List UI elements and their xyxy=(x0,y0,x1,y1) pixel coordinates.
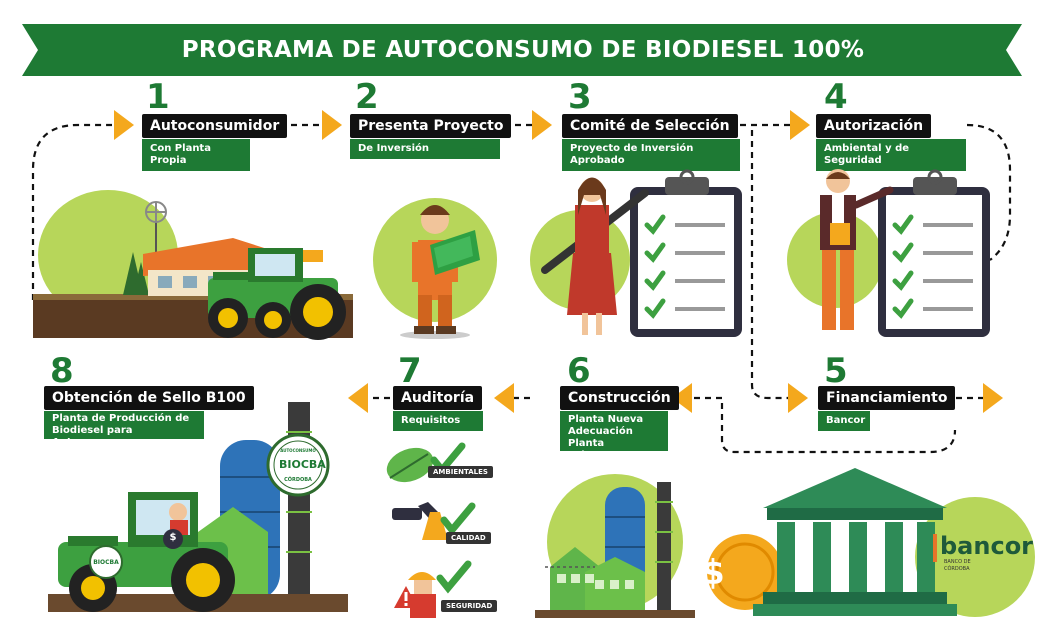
bank-logo-tagline-2: CÓRDOBA xyxy=(944,566,970,572)
farmer-with-folder-illustration xyxy=(373,198,497,339)
tractor-seal-badge: BIOCBA xyxy=(93,559,119,566)
step-4-label: Autorización xyxy=(816,114,932,138)
safety-warning-icon xyxy=(394,560,472,618)
step-8-detail-line-2: Biodiesel para Autoconsumo xyxy=(52,425,133,448)
quality-flask-icon xyxy=(392,502,476,540)
step-3-number: 3 xyxy=(568,77,592,117)
step-3-detail: Proyecto de Inversión Aprobado xyxy=(562,139,740,171)
step-6-number: 6 xyxy=(567,351,591,391)
money-bag-icon: $ xyxy=(169,532,177,543)
title-banner xyxy=(22,24,1022,76)
step-6-detail-line-2: Adecuación Planta xyxy=(568,426,633,449)
step-7-label: Auditoría xyxy=(393,386,483,410)
step-6-label: Construcción xyxy=(560,386,679,410)
step-7-detail: Requisitos xyxy=(393,411,483,431)
bank-building-illustration xyxy=(707,468,1035,617)
arrow-to-step3 xyxy=(532,110,552,140)
step-5-detail: Bancor xyxy=(818,411,870,431)
farm-tractor-illustration xyxy=(33,190,353,340)
requirement-tag-safety: SEGURIDAD xyxy=(441,600,498,612)
step-6-detail-line-1: Planta Nueva xyxy=(568,414,644,425)
requirement-tag-quality: CALIDAD xyxy=(446,532,491,544)
step-8-label: Obtención de Sello B100 xyxy=(44,386,254,410)
step-4-number: 4 xyxy=(824,77,848,117)
step-4-detail: Ambiental y de Seguridad xyxy=(816,139,966,171)
step-6-detail-line-3: Existente xyxy=(568,450,621,461)
step-2-label: Presenta Proyecto xyxy=(350,114,512,138)
step-2-detail: De Inversión xyxy=(350,139,500,159)
seal-b100-bottom-text: CÓRDOBA xyxy=(284,477,312,483)
arrow-to-step5 xyxy=(788,383,808,413)
environment-leaf-icon xyxy=(386,442,466,483)
step-2-number: 2 xyxy=(355,77,379,117)
audit-requirements-icons xyxy=(386,442,476,618)
step-8-number: 8 xyxy=(50,351,74,391)
arrow-to-step7 xyxy=(494,383,514,413)
arrow-to-step6 xyxy=(672,383,692,413)
step-5-number: 5 xyxy=(824,351,848,391)
b100-plant-tractor-illustration xyxy=(48,402,348,612)
step-3-label: Comité de Selección xyxy=(562,114,738,138)
step-8-detail: Planta de Producción de Biodiesel para A… xyxy=(44,411,204,448)
committee-checklist-illustration xyxy=(530,169,742,337)
step-7-number: 7 xyxy=(398,351,422,391)
step-8-detail-line-1: Planta de Producción de xyxy=(52,413,190,424)
seal-b100-top-text: AUTOCONSUMO xyxy=(280,448,316,453)
arrow-to-step1 xyxy=(114,110,134,140)
bank-logo-name: bancor xyxy=(940,532,1034,560)
step-5-label: Financiamiento xyxy=(818,386,956,410)
step-6-detail: Planta Nueva Adecuación Planta Existente xyxy=(560,411,668,461)
step-1-number: 1 xyxy=(146,77,170,117)
arrow-to-step4 xyxy=(790,110,810,140)
page-title: PROGRAMA DE AUTOCONSUMO DE BIODIESEL 100… xyxy=(181,37,865,63)
step-1-label: Autoconsumidor xyxy=(142,114,288,138)
arrow-to-step2 xyxy=(322,110,342,140)
seal-b100-center: BIOCBA xyxy=(279,458,326,471)
dollar-coin-icon: $ xyxy=(701,553,725,593)
authorization-checklist-illustration xyxy=(787,169,990,337)
arrow-right-end xyxy=(983,383,1003,413)
biodiesel-plant-construction-illustration xyxy=(535,474,695,618)
arrow-to-step8 xyxy=(348,383,368,413)
bank-logo-tagline-1: BANCO DE xyxy=(944,559,971,565)
requirement-tag-environment: AMBIENTALES xyxy=(428,466,493,478)
step-1-detail: Con Planta Propia xyxy=(142,139,250,171)
